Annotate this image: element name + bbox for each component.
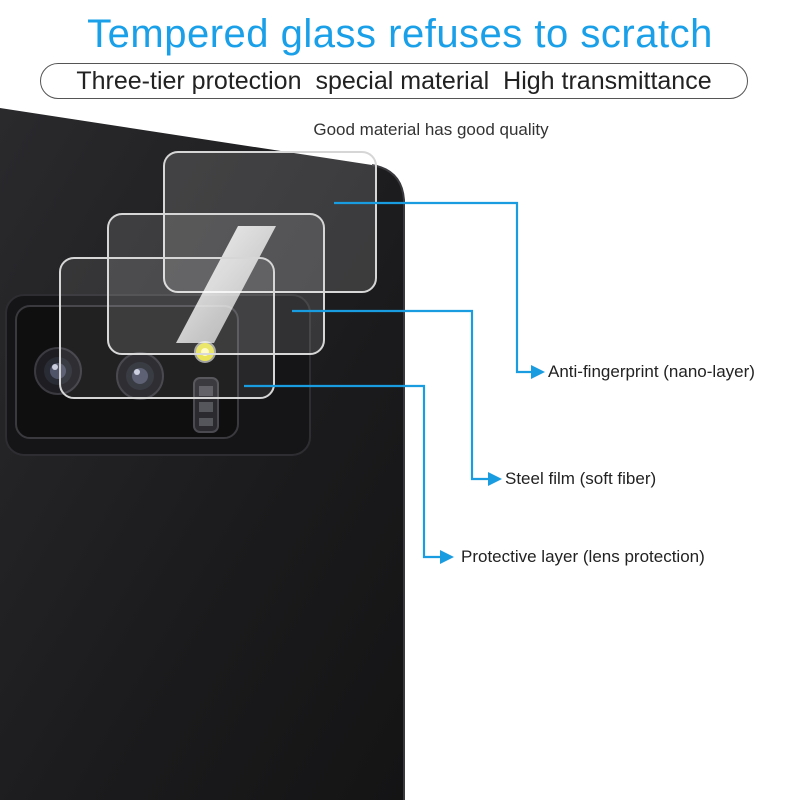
feature-item: High transmittance xyxy=(503,67,712,95)
headline: Tempered glass refuses to scratch xyxy=(87,12,713,56)
glass-layer-bottom xyxy=(59,257,275,399)
callout-protective-layer: Protective layer (lens protection) xyxy=(461,547,705,566)
feature-list: Three-tier protection special material Hig… xyxy=(41,64,747,98)
arrow-right-icon xyxy=(488,472,502,486)
phone-edge xyxy=(371,164,405,800)
callout-anti-fingerprint: Anti-fingerprint (nano-layer) xyxy=(548,362,755,381)
feature-pill: Three-tier protection special material Hig… xyxy=(40,63,748,99)
glass-layer-middle xyxy=(107,213,325,355)
callout-line-anti-fingerprint xyxy=(334,201,532,374)
feature-item: special material xyxy=(315,67,490,95)
callout-line-protective-layer xyxy=(244,384,442,559)
subtitle: Good material has good quality xyxy=(313,120,549,139)
feature-item: Three-tier protection xyxy=(76,67,302,95)
callout-line-steel-film xyxy=(292,309,490,481)
arrow-right-icon xyxy=(531,365,545,379)
callout-steel-film: Steel film (soft fiber) xyxy=(505,469,657,488)
arrow-right-icon xyxy=(440,550,454,564)
